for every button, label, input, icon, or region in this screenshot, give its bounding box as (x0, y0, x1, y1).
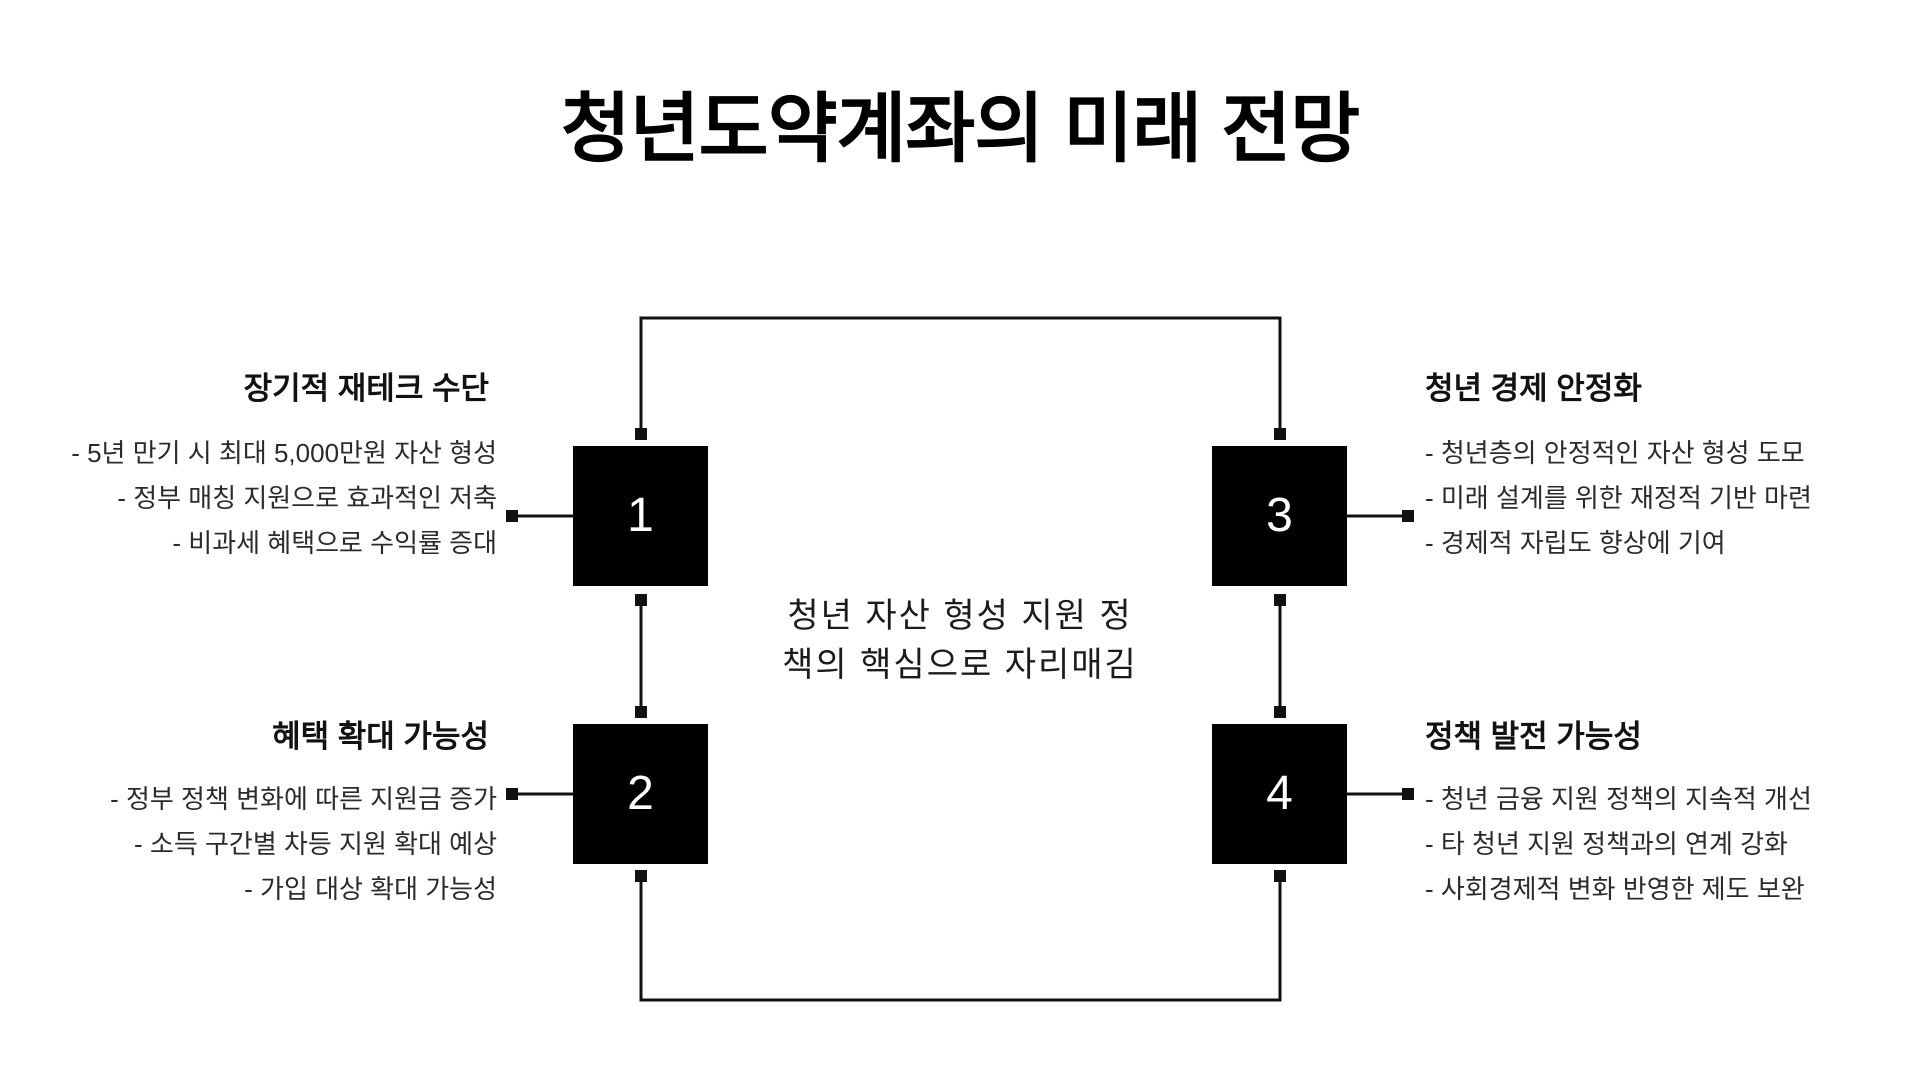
connector-cap-top-left (635, 428, 647, 440)
block-4-bullet-2: - 타 청년 지원 정책과의 연계 강화 (1425, 828, 1788, 859)
block-4-bullet-3: - 사회경제적 변화 반영한 제도 보완 (1425, 873, 1805, 904)
connector-top-loop (639, 316, 1282, 437)
text-block-2: 혜택 확대 가능성 - 정부 정책 변화에 따른 지원금 증가 - 소득 구간별… (0, 718, 497, 911)
connector-cap-v-left-top (635, 594, 647, 606)
node-box-4[interactable]: 4 (1212, 724, 1347, 864)
block-3-bullet-1: - 청년층의 안정적인 자산 형성 도모 (1425, 438, 1805, 469)
connector-cap-stub-3 (1402, 510, 1414, 522)
block-4-heading: 정책 발전 가능성 (1425, 719, 1642, 754)
center-caption-line-2: 책의 핵심으로 자리매김 (782, 646, 1138, 685)
connector-cap-v-right-top (1274, 594, 1286, 606)
block-4-bullet-list: - 청년 금융 지원 정책의 지속적 개선 - 타 청년 지원 정책과의 연계 … (1425, 777, 1920, 911)
block-1-heading: 장기적 재테크 수단 (243, 371, 489, 406)
node-box-2[interactable]: 2 (573, 724, 708, 864)
connector-cap-bottom-left (635, 870, 647, 882)
block-3-bullet-3: - 경제적 자립도 향상에 기여 (1425, 527, 1726, 558)
text-block-3: 청년 경제 안정화 - 청년층의 안정적인 자산 형성 도모 - 미래 설계를 … (1425, 370, 1920, 565)
center-caption: 청년 자산 형성 지원 정 책의 핵심으로 자리매김 (710, 592, 1210, 691)
block-2-bullet-2: - 소득 구간별 차등 지원 확대 예상 (134, 828, 497, 859)
connector-cap-top-right (1274, 428, 1286, 440)
block-2-bullet-list: - 정부 정책 변화에 따른 지원금 증가 - 소득 구간별 차등 지원 확대 … (0, 777, 497, 911)
connector-bottom-loop (639, 873, 1282, 1002)
page-title: 청년도약계좌의 미래 전망 (560, 87, 1360, 172)
connector-cap-v-right-bottom (1274, 706, 1286, 718)
block-1-bullet-1: - 5년 만기 시 최대 5,000만원 자산 형성 (71, 438, 497, 469)
block-3-bullet-list: - 청년층의 안정적인 자산 형성 도모 - 미래 설계를 위한 재정적 기반 … (1425, 431, 1920, 565)
block-3-bullet-2: - 미래 설계를 위한 재정적 기반 마련 (1425, 482, 1812, 513)
text-block-4: 정책 발전 가능성 - 청년 금융 지원 정책의 지속적 개선 - 타 청년 지… (1425, 718, 1920, 911)
block-2-heading: 혜택 확대 가능성 (272, 719, 489, 754)
connector-cap-v-left-bottom (635, 706, 647, 718)
connector-cap-bottom-right (1274, 870, 1286, 882)
block-4-bullet-1: - 청년 금융 지원 정책의 지속적 개선 (1425, 784, 1812, 815)
block-1-bullet-2: - 정부 매칭 지원으로 효과적인 저축 (117, 482, 497, 513)
text-block-1: 장기적 재테크 수단 - 5년 만기 시 최대 5,000만원 자산 형성 - … (0, 370, 497, 565)
block-2-bullet-3: - 가입 대상 확대 가능성 (244, 873, 497, 904)
connector-cap-stub-1 (506, 510, 518, 522)
block-1-bullet-list: - 5년 만기 시 최대 5,000만원 자산 형성 - 정부 매칭 지원으로 … (0, 431, 497, 565)
center-caption-line-1: 청년 자산 형성 지원 정 (787, 597, 1133, 635)
block-2-bullet-1: - 정부 정책 변화에 따른 지원금 증가 (110, 784, 497, 815)
connector-cap-stub-2 (506, 788, 518, 800)
connector-cap-stub-4 (1402, 788, 1414, 800)
node-box-3[interactable]: 3 (1212, 446, 1347, 586)
block-1-bullet-3: - 비과세 혜택으로 수익률 증대 (172, 527, 497, 558)
block-3-heading: 청년 경제 안정화 (1425, 371, 1642, 406)
node-box-1[interactable]: 1 (573, 446, 708, 586)
